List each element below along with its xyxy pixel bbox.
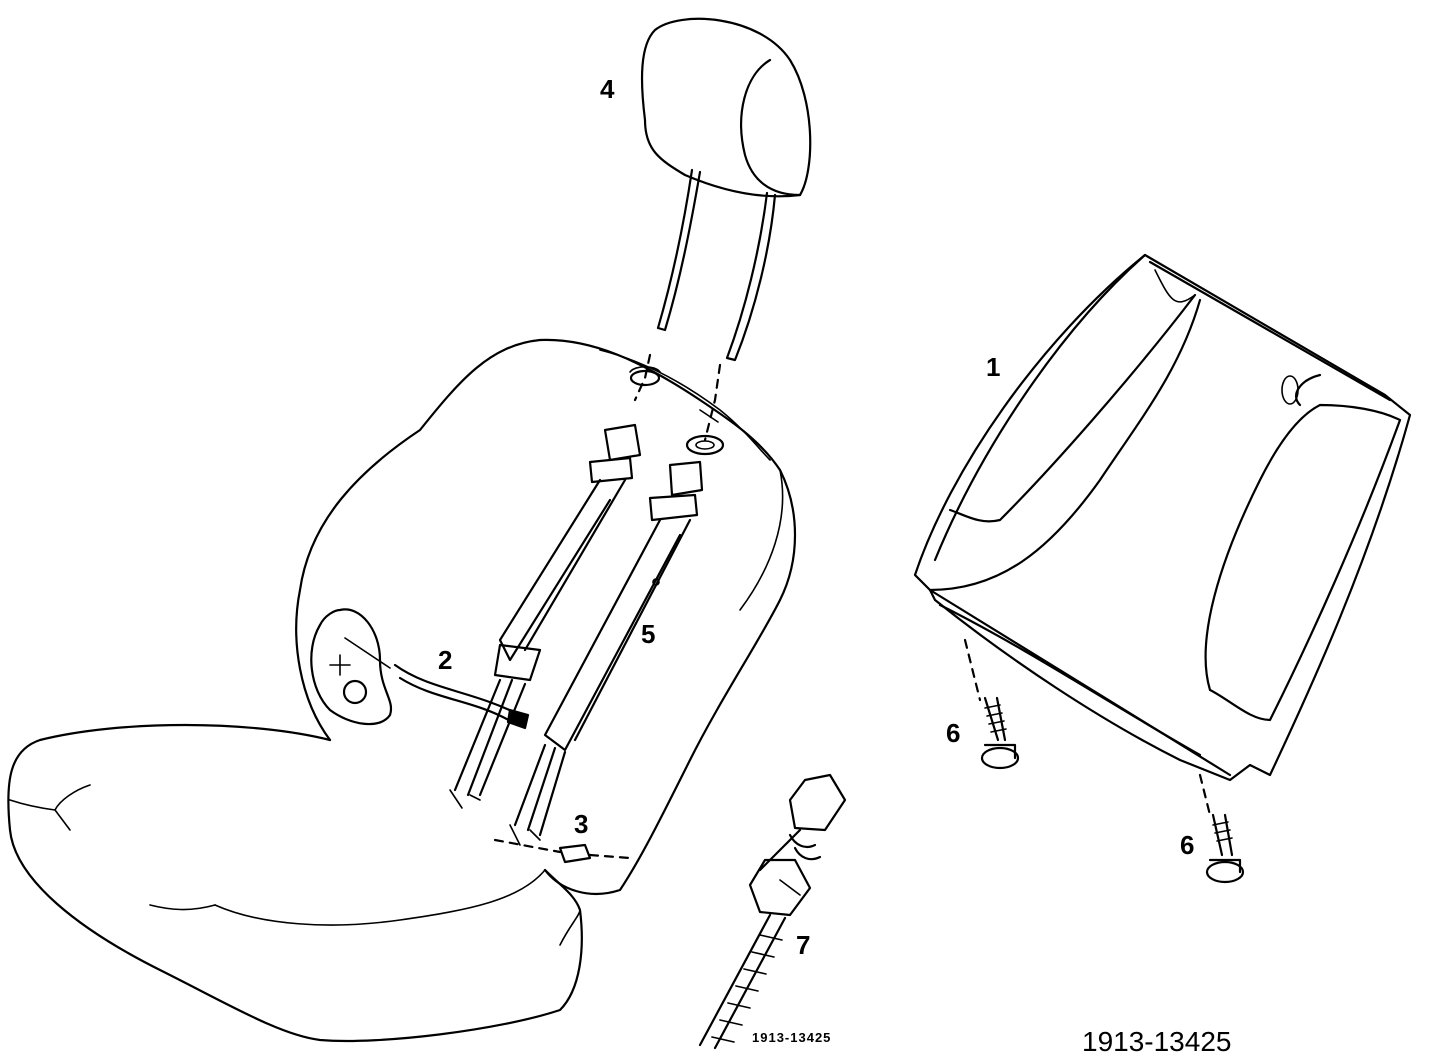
seat-cushion [7,723,583,1043]
callout-2: 2 [438,645,453,675]
rear-panel [913,253,1412,782]
callout-4: 4 [600,74,615,104]
callout-6-lower: 6 [1180,830,1195,860]
callout-6-upper: 6 [946,718,961,748]
callout-7: 7 [796,930,811,960]
adjuster-spring [698,773,847,1050]
headrest-guide-clips [629,353,725,456]
screw-lower [1198,773,1245,884]
inline-reference-number: 1913-13425 [752,1030,832,1045]
seat-back [295,338,797,895]
guide-rails [449,423,704,846]
callout-5: 5 [641,619,656,649]
recline-lever [310,608,530,730]
figure-reference-number: 1913-13425 [1082,1026,1232,1057]
screw-upper [963,638,1020,770]
plug [493,838,632,864]
callout-1: 1 [986,352,1001,382]
callout-3: 3 [574,809,589,839]
headrest [640,17,812,362]
